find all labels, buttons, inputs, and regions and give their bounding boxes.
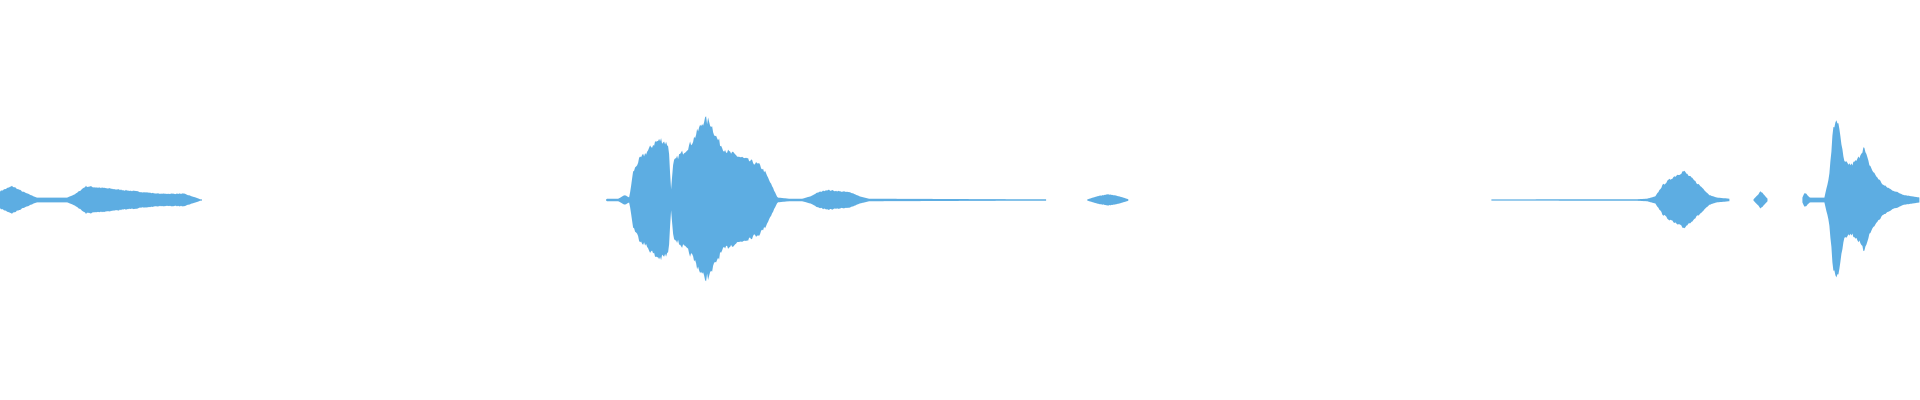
waveform-segment-3 xyxy=(1087,194,1129,206)
waveform-segment-2 xyxy=(606,116,1047,282)
waveform-segments xyxy=(0,116,1920,282)
waveform-segment-1 xyxy=(0,185,202,214)
waveform-segment-4 xyxy=(1491,170,1730,229)
waveform-segment-5 xyxy=(1753,191,1768,209)
waveform-segment-6 xyxy=(1802,120,1920,278)
